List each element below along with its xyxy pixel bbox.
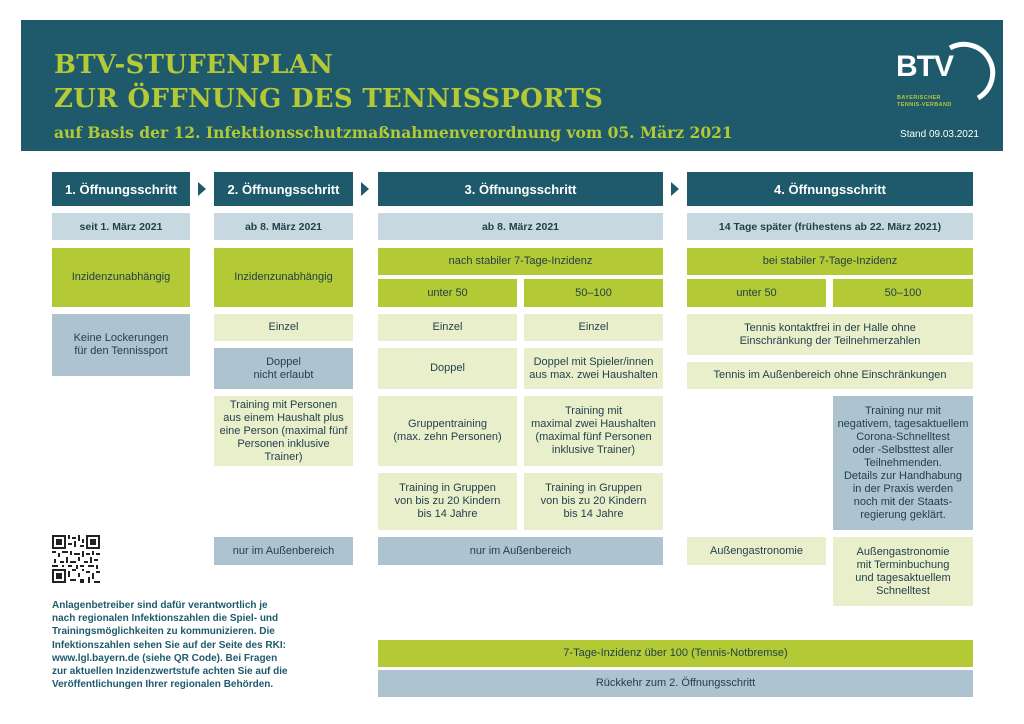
step4-test-line6: Details zur Handhabung xyxy=(843,469,963,482)
note-line4: Infektionszahlen sehen Sie auf der Seite… xyxy=(52,639,286,651)
step3-b-kids-line2: von bis zu 20 Kindern xyxy=(540,495,647,507)
step3-b-kids-line1: Training in Gruppen xyxy=(545,482,642,494)
step3-a-group: Gruppentraining (max. zehn Personen) xyxy=(378,396,517,466)
page-title-line2: ZUR ÖFFNUNG DES TENNISSPORTS xyxy=(54,84,604,114)
step3-a-group-line2: (max. zehn Personen) xyxy=(393,431,502,443)
step3-b-einzel: Einzel xyxy=(524,314,663,341)
note-line2: nach regionalen Infektionszahlen die Spi… xyxy=(52,613,279,625)
step1-date: seit 1. März 2021 xyxy=(52,213,190,240)
step3-incidence: nach stabiler 7-Tage-Inzidenz xyxy=(378,248,663,275)
step4-gastro-b-line2: mit Terminbuchung xyxy=(856,558,950,571)
step2-training-line1: Training mit Personen xyxy=(229,398,338,411)
header-banner xyxy=(21,20,1003,151)
step3-b-group-line4: inklusive Trainer) xyxy=(551,444,636,456)
step4-test-line2: negativem, tagesaktuellem xyxy=(837,417,969,430)
step4-gastro-b-line1: Außengastronomie xyxy=(856,545,950,558)
step4-col-under50: unter 50 xyxy=(687,279,826,307)
step4-test-rule: Training nur mit negativem, tagesaktuell… xyxy=(833,396,973,530)
step3-col-under50: unter 50 xyxy=(378,279,517,307)
step2-doppel: Doppel nicht erlaubt xyxy=(214,348,353,389)
step4-test-line4: oder -Selbsttest aller xyxy=(852,443,954,456)
note-line1: Anlagenbetreiber sind dafür verantwortli… xyxy=(52,600,268,611)
step2-header: 2. Öffnungsschritt xyxy=(214,172,353,206)
note-line6: zur aktuellen Inzidenzwertstufe achten S… xyxy=(52,666,288,678)
step1-incidence: Inzidenzunabhängig xyxy=(52,248,190,307)
rueckkehr-bar: Rückkehr zum 2. Öffnungsschritt xyxy=(378,670,973,697)
step4-test-line1: Training nur mit xyxy=(864,404,941,417)
step4-hall-line1: Tennis kontaktfrei in der Halle ohne xyxy=(744,321,916,334)
step1-rule-line2: für den Tennissport xyxy=(74,345,168,357)
step4-header: 4. Öffnungsschritt xyxy=(687,172,973,206)
note-line7: Veröffentlichungen Ihrer regionalen Behö… xyxy=(52,679,274,691)
page-title-line1: BTV-STUFENPLAN xyxy=(54,50,334,80)
step3-col-50-100: 50–100 xyxy=(524,279,663,307)
arrow-right-icon xyxy=(361,182,369,196)
step3-b-doppel-line1: Doppel mit Spieler/innen xyxy=(533,355,654,368)
operator-note: Anlagenbetreiber sind dafür verantwortli… xyxy=(52,599,342,691)
arrow-right-icon xyxy=(198,182,206,196)
step3-outdoor: nur im Außenbereich xyxy=(378,537,663,565)
step4-date: 14 Tage später (frühestens ab 22. März 2… xyxy=(687,213,973,240)
step2-date: ab 8. März 2021 xyxy=(214,213,353,240)
step4-incidence: bei stabiler 7-Tage-Inzidenz xyxy=(687,248,973,275)
step3-b-group: Training mit maximal zwei Haushalten (ma… xyxy=(524,396,663,466)
step3-b-doppel: Doppel mit Spieler/innen aus max. zwei H… xyxy=(524,348,663,389)
step2-outdoor: nur im Außenbereich xyxy=(214,537,353,565)
stand-date: Stand 09.03.2021 xyxy=(900,129,979,140)
step2-doppel-line1: Doppel xyxy=(266,355,301,368)
step3-a-kids-line3: bis 14 Jahre xyxy=(417,508,478,520)
logo-subtitle: BAYERISCHER TENNIS-VERBAND xyxy=(897,95,952,109)
step2-einzel: Einzel xyxy=(214,314,353,341)
step4-col-50-100: 50–100 xyxy=(833,279,973,307)
step3-b-doppel-line2: aus max. zwei Haushalten xyxy=(529,368,658,381)
notbremse-bar: 7-Tage-Inzidenz über 100 (Tennis-Notbrem… xyxy=(378,640,973,667)
step4-gastro-a: Außengastronomie xyxy=(687,537,826,565)
step2-training: Training mit Personen aus einem Haushalt… xyxy=(214,396,353,466)
step4-test-line8: noch mit der Staats- xyxy=(853,495,953,508)
step3-a-kids-line2: von bis zu 20 Kindern xyxy=(394,495,501,507)
step4-test-line9: regierung geklärt. xyxy=(860,508,946,521)
note-line3: Trainingsmöglichkeiten zu kommunizieren.… xyxy=(52,626,275,638)
step3-a-kids-line1: Training in Gruppen xyxy=(399,482,496,494)
step3-b-kids: Training in Gruppen von bis zu 20 Kinder… xyxy=(524,473,663,530)
step4-outdoor-full: Tennis im Außenbereich ohne Einschränkun… xyxy=(687,362,973,389)
step2-doppel-line2: nicht erlaubt xyxy=(253,368,314,381)
step1-header: 1. Öffnungsschritt xyxy=(52,172,190,206)
step4-gastro-b-line4: Schnelltest xyxy=(876,584,930,597)
step3-a-doppel: Doppel xyxy=(378,348,517,389)
step4-gastro-b: Außengastronomie mit Terminbuchung und t… xyxy=(833,537,973,606)
step2-incidence: Inzidenzunabhängig xyxy=(214,248,353,307)
note-line5: www.lgl.bayern.de (siehe QR Code). Bei F… xyxy=(52,652,278,664)
arrow-right-icon xyxy=(671,182,679,196)
logo-sub-line2: TENNIS-VERBAND xyxy=(897,102,952,108)
step1-rule: Keine Lockerungen für den Tennissport xyxy=(52,314,190,376)
step1-rule-line1: Keine Lockerungen xyxy=(73,332,169,344)
step3-date: ab 8. März 2021 xyxy=(378,213,663,240)
step2-training-line4: Personen inklusive Trainer) xyxy=(237,437,330,463)
step4-test-line5: Teilnehmenden. xyxy=(864,456,942,469)
logo-sub-line1: BAYERISCHER xyxy=(897,95,941,101)
step3-b-group-line1: Training mit xyxy=(564,405,623,417)
logo-text: BTV xyxy=(896,50,954,83)
step3-a-einzel: Einzel xyxy=(378,314,517,341)
step3-header: 3. Öffnungsschritt xyxy=(378,172,663,206)
page-subtitle: auf Basis der 12. Infektionsschutzmaßnah… xyxy=(54,123,733,142)
step2-training-line3: eine Person (maximal fünf xyxy=(219,424,348,437)
step4-test-line7: in der Praxis werden xyxy=(852,482,954,495)
qr-code-icon xyxy=(52,535,100,583)
step2-training-line2: aus einem Haushalt plus xyxy=(223,411,344,424)
step3-a-kids: Training in Gruppen von bis zu 20 Kinder… xyxy=(378,473,517,530)
step3-b-group-line3: (maximal fünf Personen xyxy=(535,431,652,443)
step4-gastro-b-line3: und tagesaktuellem xyxy=(855,571,951,584)
step4-test-line3: Corona-Schnelltest xyxy=(856,430,950,443)
step4-hall: Tennis kontaktfrei in der Halle ohne Ein… xyxy=(687,314,973,355)
step3-b-kids-line3: bis 14 Jahre xyxy=(563,508,624,520)
step4-hall-line2: Einschränkung der Teilnehmerzahlen xyxy=(739,334,921,347)
btv-logo-icon xyxy=(948,41,996,101)
step3-a-group-line1: Gruppentraining xyxy=(408,418,487,430)
step3-b-group-line2: maximal zwei Haushalten xyxy=(531,418,656,430)
